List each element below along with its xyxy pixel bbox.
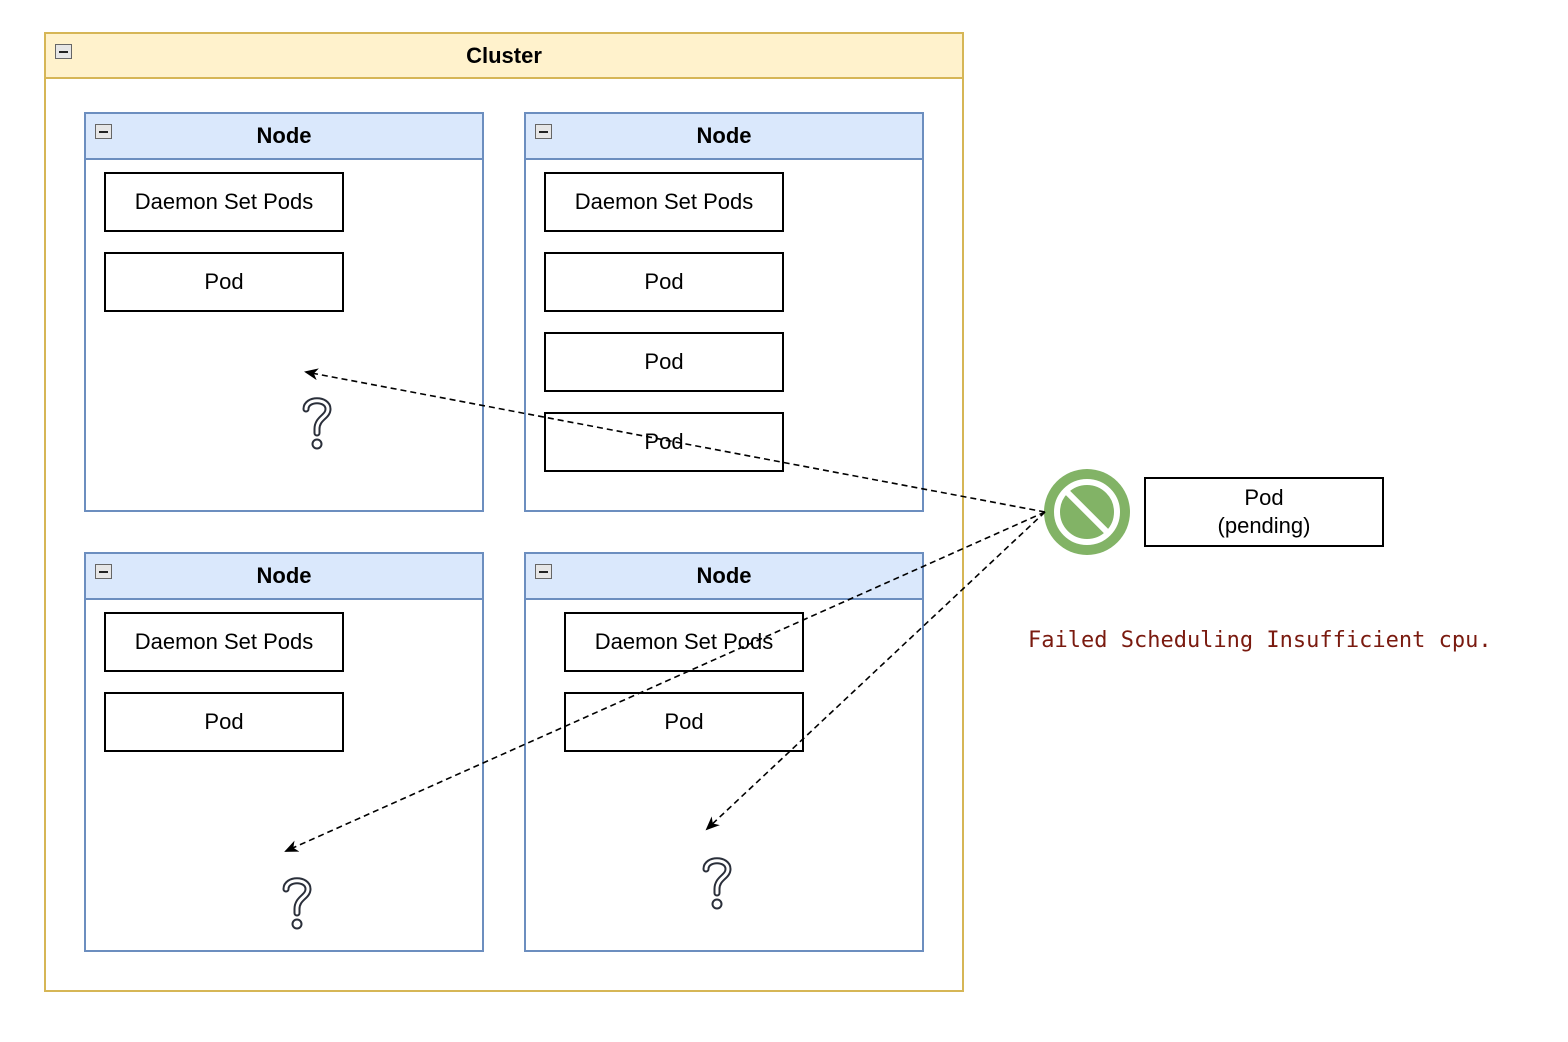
node-2: Node Daemon Set Pods Pod Pod Pod — [524, 112, 924, 512]
daemon-set-pods: Daemon Set Pods — [564, 612, 804, 672]
pod-box: Pod — [104, 692, 344, 752]
node-collapse-icon[interactable] — [95, 564, 112, 579]
failed-scheduling-message: Failed Scheduling Insufficient cpu. — [1028, 628, 1492, 653]
daemon-set-pods: Daemon Set Pods — [104, 172, 344, 232]
daemon-set-pods: Daemon Set Pods — [544, 172, 784, 232]
question-mark-icon — [702, 857, 732, 910]
pod-box: Pod — [544, 412, 784, 472]
node-4: Node Daemon Set Pods Pod — [524, 552, 924, 952]
arrow-to-node-1 — [304, 368, 1046, 513]
cluster-title: Cluster — [466, 42, 542, 68]
node-header: Node — [86, 114, 482, 160]
no-entry-icon — [1044, 469, 1130, 555]
node-header: Node — [526, 554, 922, 600]
node-title: Node — [256, 563, 312, 588]
arrow-to-node-4 — [705, 511, 1046, 831]
question-mark-icon — [282, 877, 312, 930]
node-header: Node — [526, 114, 922, 160]
daemon-set-pods: Daemon Set Pods — [104, 612, 344, 672]
node-title: Node — [256, 123, 312, 148]
node-title: Node — [696, 123, 752, 148]
node-collapse-icon[interactable] — [535, 564, 552, 579]
pod-box: Pod — [104, 252, 344, 312]
question-mark-icon — [302, 397, 332, 450]
node-3: Node Daemon Set Pods Pod — [84, 552, 484, 952]
cluster-header: Cluster — [46, 34, 962, 79]
node-collapse-icon[interactable] — [95, 124, 112, 139]
node-header: Node — [86, 554, 482, 600]
pod-box: Pod — [564, 692, 804, 752]
cluster-collapse-icon[interactable] — [55, 44, 72, 59]
pod-box: Pod — [544, 332, 784, 392]
pending-pod: Pod (pending) — [1144, 477, 1384, 547]
pending-pod-label: Pod — [1244, 485, 1284, 510]
node-1: Node Daemon Set Pods Pod — [84, 112, 484, 512]
node-title: Node — [696, 563, 752, 588]
pod-box: Pod — [544, 252, 784, 312]
arrow-to-node-3 — [284, 511, 1046, 852]
node-collapse-icon[interactable] — [535, 124, 552, 139]
pending-pod-status: (pending) — [1217, 513, 1311, 538]
